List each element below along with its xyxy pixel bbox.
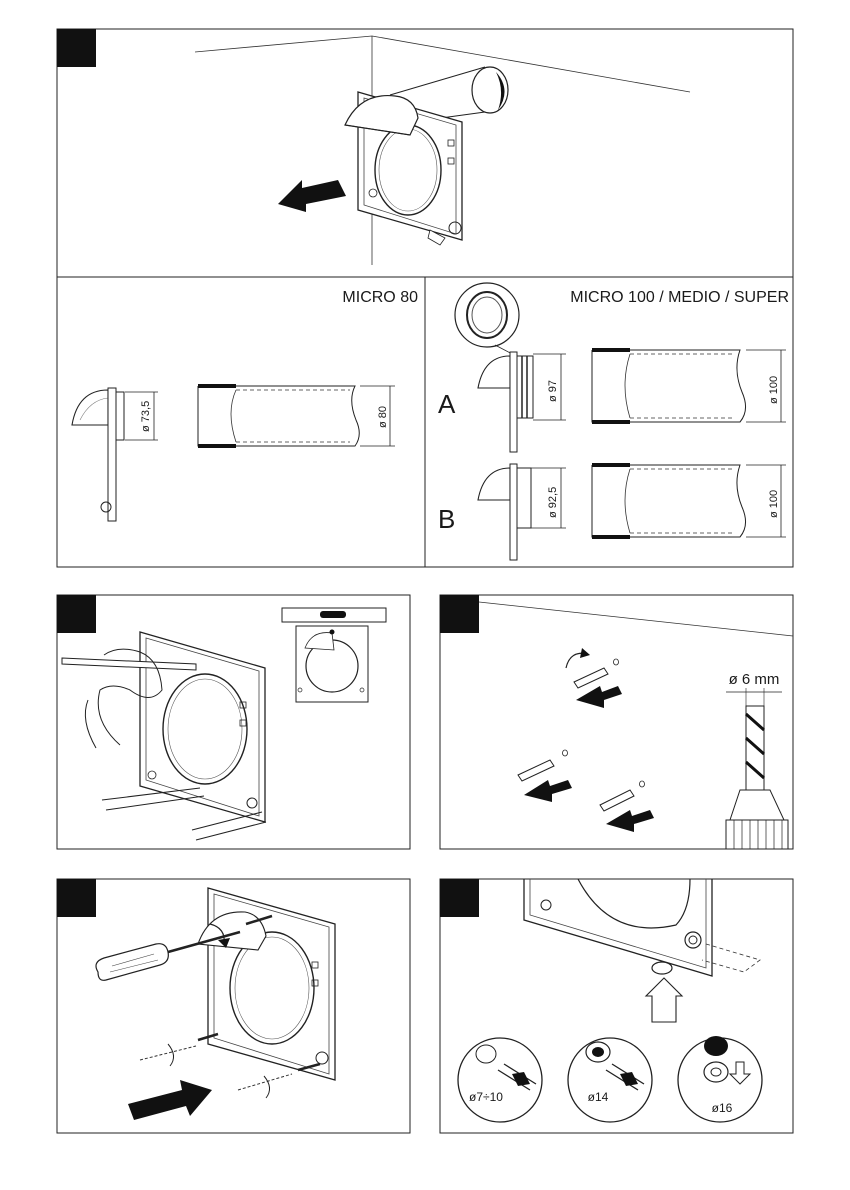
insert-arrow-icon bbox=[576, 686, 622, 708]
panel-micro80: MICRO 80 ø 73,5 ø 80 bbox=[72, 289, 418, 521]
step-marker-3 bbox=[440, 595, 479, 633]
hole-size-3: ø16 bbox=[712, 1101, 733, 1115]
micro80-title: MICRO 80 bbox=[342, 289, 418, 306]
panel-micro100: MICRO 100 / MEDIO / SUPER A ø 97 ø 100 bbox=[438, 283, 789, 560]
hole-size-2: ø14 bbox=[588, 1090, 609, 1104]
hole-option-3: ø16 bbox=[678, 1036, 762, 1122]
dim-100-a: ø 100 bbox=[768, 376, 780, 404]
wall-anchor-1 bbox=[566, 648, 622, 708]
step-marker-2 bbox=[57, 595, 96, 633]
wall-anchor-3 bbox=[600, 781, 654, 832]
drill-bit-icon bbox=[726, 706, 788, 849]
duct-100-a bbox=[592, 350, 746, 422]
panel-4-screwing bbox=[57, 879, 410, 1133]
duct-100-b bbox=[592, 465, 746, 537]
push-arrow-icon bbox=[278, 180, 346, 212]
dim-100-b: ø 100 bbox=[768, 490, 780, 518]
step-marker-1 bbox=[57, 29, 96, 67]
duct-80 bbox=[198, 386, 359, 446]
step-marker-5 bbox=[440, 879, 479, 917]
drill-diameter-label: ø 6 mm bbox=[729, 671, 780, 688]
insert-arrow-icon bbox=[524, 780, 572, 802]
hole-option-2: ø14 bbox=[568, 1038, 652, 1122]
panel-3-drilling: ø 6 mm bbox=[440, 595, 793, 849]
hole-option-1: ø7÷10 bbox=[458, 1038, 542, 1122]
dim-92-5: ø 92,5 bbox=[547, 487, 559, 518]
step-marker-4 bbox=[57, 879, 96, 917]
up-arrow-icon bbox=[646, 978, 682, 1022]
panel-2-marking bbox=[57, 595, 410, 849]
dim-80: ø 80 bbox=[377, 406, 389, 428]
dim-73-5: ø 73,5 bbox=[140, 401, 152, 432]
hole-size-1: ø7÷10 bbox=[469, 1090, 503, 1104]
panel-5-cable-entry: ø7÷10 ø14 ø16 bbox=[440, 879, 793, 1133]
variant-b-label: B bbox=[438, 504, 455, 534]
dim-97: ø 97 bbox=[547, 380, 559, 402]
micro100-title: MICRO 100 / MEDIO / SUPER bbox=[570, 289, 789, 306]
variant-a-label: A bbox=[438, 389, 456, 419]
wall-anchor-2 bbox=[518, 750, 572, 802]
fan-frame-illustration bbox=[345, 92, 462, 245]
push-arrow-icon bbox=[128, 1080, 212, 1120]
insert-arrow-icon bbox=[606, 810, 654, 832]
